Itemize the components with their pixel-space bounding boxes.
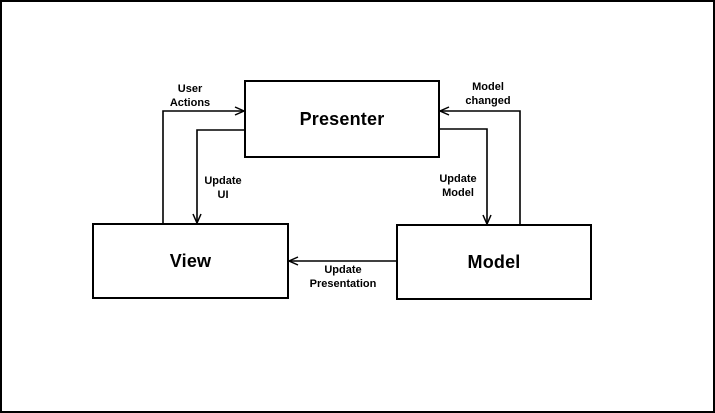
user-actions-arrow [162,106,246,223]
view-node-label: View [169,250,212,271]
model-node-label: Model [467,251,521,272]
presenter-node: Presenter [244,80,440,158]
presenter-node-label: Presenter [299,108,385,129]
model-changed-label: Model changed [465,81,511,107]
update-ui-label: Update UI [204,175,242,201]
update-presentation-label: Update Presentation [309,264,377,290]
user-actions-label: User Actions [169,83,211,109]
model-changed-arrow [438,106,521,224]
update-model-arrow [440,128,492,226]
update-ui-arrow [192,129,244,225]
model-node: Model [396,224,592,300]
update-model-label: Update Model [439,173,477,199]
view-node: View [92,223,289,299]
